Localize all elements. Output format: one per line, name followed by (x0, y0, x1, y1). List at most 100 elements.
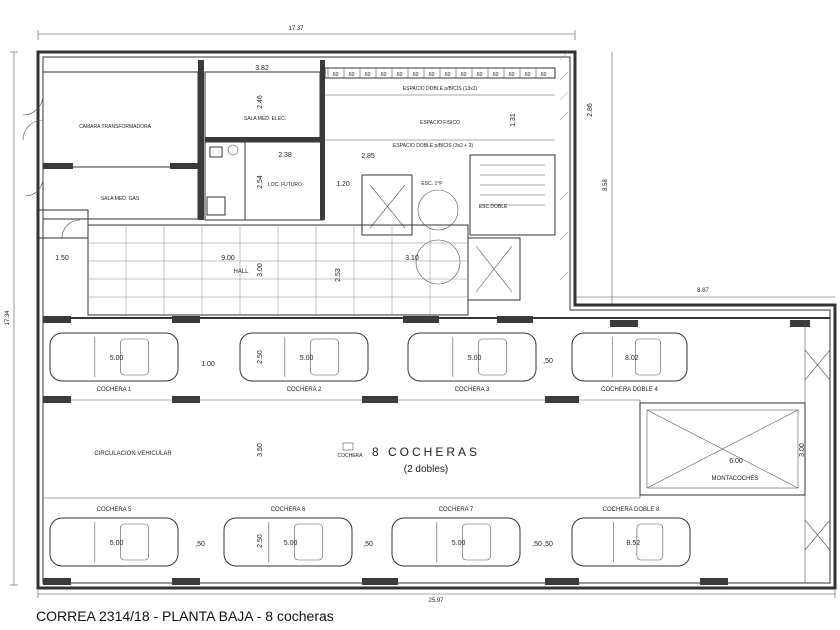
label-camara: CAMARA TRANSFORMADORA (79, 124, 152, 130)
label-escudo: ESC.DOBLE (479, 204, 508, 210)
hall: HALL 1.50 9.00 3.00 2.53 3.10 (55, 224, 469, 316)
parking-dim: 5.00 (284, 540, 298, 547)
parking-label: COCHERA 3 (455, 387, 490, 393)
dim-120: 1.20 (336, 181, 350, 188)
bike-mark-label: .60 (508, 72, 515, 78)
label-cocheras-sub: (2 dobles) (404, 464, 448, 475)
garage-walls (43, 316, 831, 585)
plan-caption: CORREA 2314/18 - PLANTA BAJA - 8 cochera… (36, 608, 334, 624)
car-body (239, 332, 369, 382)
dim-253: 2.53 (335, 268, 342, 282)
service-rooms: CAMARA TRANSFORMADORA SALA MED. GAS SALA… (22, 60, 350, 239)
dim-131: 1.31 (510, 113, 517, 127)
car-windshield (120, 523, 149, 561)
bike-mark-label: .60 (412, 72, 419, 78)
dim-50: ,50 (532, 541, 542, 548)
parking-dim: 5.00 (452, 540, 466, 547)
car-body (49, 517, 179, 567)
dim-254: 2.54 (257, 175, 264, 189)
dim-bottom-total: 25.97 (428, 598, 444, 604)
dim-50: ,50 (363, 541, 373, 548)
dim-600: 6.00 (729, 458, 743, 465)
label-loc: LOC. FUTURO (268, 182, 302, 188)
bike-mark-label: .60 (396, 72, 403, 78)
dim-900: 9.00 (221, 255, 235, 262)
label-cocheras-title: 8 COCHERAS (372, 445, 480, 459)
dim-310: 3.10 (405, 255, 419, 262)
dimension-lines: 17.37 17.34 25.97 8.58 8.67 (5, 26, 836, 604)
dim-286: 2.86 (587, 103, 594, 117)
dim-100: 1.00 (201, 361, 215, 368)
dim-top-total: 17.37 (288, 26, 304, 32)
bike-mark-label: .60 (428, 72, 435, 78)
parking-label: COCHERA 5 (97, 507, 132, 513)
dim-350: 3.50 (257, 443, 264, 457)
bike-mark-label: .60 (492, 72, 499, 78)
parking-dim: 5.00 (468, 355, 482, 362)
bike-mark-label: .60 (332, 72, 339, 78)
parking-space: 5.00 COCHERA 7 (391, 507, 521, 567)
bike-mark-label: .60 (524, 72, 531, 78)
parking-space: 5.00 COCHERA 5 (49, 507, 179, 567)
dim-50: ,50 (543, 358, 553, 365)
bike-marks: .60.60.60.60.60.60.60.60.60.60.60.60.60.… (327, 68, 547, 78)
montacoches: 6.00 3.00 MONTACOCHES (639, 402, 806, 496)
car-body (407, 332, 537, 382)
car-windshield (634, 338, 661, 376)
garage-labels: CIRCULACION VEHICULAR COCHERA 8 COCHERAS… (94, 350, 480, 548)
car-body (223, 517, 353, 567)
dim-50: ,50 (195, 541, 205, 548)
car-windshield (462, 523, 491, 561)
parking-label: COCHERA 6 (271, 507, 306, 513)
label-bici2: ESPACIO DOBLE p/BICIS (3x2 + 2) (393, 143, 473, 149)
car-windshield (478, 338, 507, 376)
bike-mark-label: .60 (364, 72, 371, 78)
car-body (571, 332, 688, 382)
dim-250a: 2.50 (257, 350, 264, 364)
bike-storage: .60.60.60.60.60.60.60.60.60.60.60.60.60.… (324, 67, 594, 160)
parking-label: COCHERA 7 (439, 507, 474, 513)
dim-50: ,50 (543, 541, 553, 548)
bike-mark-label: .60 (540, 72, 547, 78)
car-windshield (294, 523, 323, 561)
car-windshield (120, 338, 149, 376)
label-circulacion: CIRCULACION VEHICULAR (94, 451, 172, 457)
label-espacio-fisico: ESPACIO FISICO (420, 120, 460, 126)
parking-label: COCHERA DOBLE 4 (601, 387, 658, 393)
car-body (49, 332, 179, 382)
parking-dim: 8.52 (627, 540, 641, 547)
label-sala-gas: SALA MED. GAS (101, 196, 140, 202)
car-windshield (310, 338, 339, 376)
bike-mark-label: .60 (444, 72, 451, 78)
dim-right-width: 8.67 (697, 288, 709, 294)
label-sala-elec: SALA MED. ELEC. (244, 116, 286, 122)
dim-300: 3.00 (257, 263, 264, 277)
dim-246: 2.46 (257, 95, 264, 109)
parking-dim: 5.00 (110, 540, 124, 547)
label-hall: HALL (233, 269, 249, 275)
label-bici1: ESPACIO DOBLE p/BICIS (13x2) (403, 86, 478, 92)
parking-dim: 5.00 (110, 355, 124, 362)
dim-150: 1.50 (55, 255, 69, 262)
dim-382: 3.82 (255, 65, 269, 72)
parking-dim: 5.00 (300, 355, 314, 362)
stair-core: ESC. 1°P ESC.DOBLE (361, 154, 556, 301)
bike-mark-label: .60 (476, 72, 483, 78)
bike-mark-label: .60 (348, 72, 355, 78)
parking-label: COCHERA 2 (287, 387, 322, 393)
label-esc: ESC. 1°P (421, 181, 443, 187)
parking-space: 5.00 COCHERA 6 (223, 507, 353, 567)
car-body (571, 517, 691, 567)
dim-238: 2.38 (278, 152, 292, 159)
car-windshield (636, 523, 664, 561)
label-montacoches: MONTACOCHES (712, 476, 759, 482)
bike-mark-label: .60 (460, 72, 467, 78)
car-body (391, 517, 521, 567)
